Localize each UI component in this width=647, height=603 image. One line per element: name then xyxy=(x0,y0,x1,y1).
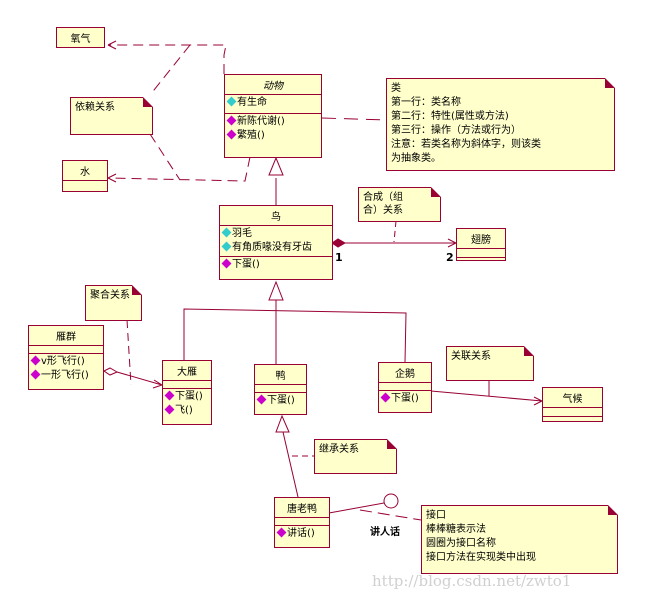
note-dependency[interactable]: 依赖关系 xyxy=(70,97,153,135)
class-name: 唐老鸭 xyxy=(287,504,317,515)
note-line: 第二行：特性(属性或方法) xyxy=(391,111,509,122)
operation-icon xyxy=(30,355,41,366)
note-line: 为抽象类。 xyxy=(391,153,441,164)
note-line: 合）关系 xyxy=(363,205,403,216)
class-animal[interactable]: 动物 有生命 新陈代谢()繁殖() xyxy=(224,74,322,158)
class-name: 水 xyxy=(80,167,90,178)
attribute: 有生命 xyxy=(226,96,318,110)
class-name: 企鹅 xyxy=(395,369,415,380)
operation-icon xyxy=(164,404,175,415)
note-association[interactable]: 关联关系 xyxy=(446,346,534,381)
class-water[interactable]: 水 xyxy=(62,160,108,192)
class-name: 翅膀 xyxy=(471,235,491,246)
class-name: 动物 xyxy=(263,81,283,92)
inheritance-triangle xyxy=(275,414,290,433)
note-inheritance[interactable]: 继承关系 xyxy=(314,439,397,474)
class-wild-goose[interactable]: 大雁 下蛋()飞() xyxy=(162,360,212,425)
operation-icon xyxy=(256,394,267,405)
attribute-icon xyxy=(221,227,232,238)
operation: 下蛋() xyxy=(221,258,329,272)
operation-icon xyxy=(226,129,237,140)
note-line: 圆圈为接口名称 xyxy=(426,538,496,549)
operation-icon xyxy=(276,527,287,538)
note-text: 聚合关系 xyxy=(90,290,130,301)
donald-inherits-duck xyxy=(282,431,299,498)
association-line xyxy=(430,390,544,406)
note-aggregation[interactable]: 聚合关系 xyxy=(85,285,142,321)
operation: v形飞行() xyxy=(30,355,100,369)
class-duck[interactable]: 鸭 下蛋() xyxy=(254,364,307,415)
class-name: 鸭 xyxy=(275,371,286,382)
class-name: 雁群 xyxy=(56,332,76,343)
note-line: 第一行：类名称 xyxy=(391,97,461,108)
aggregation-line xyxy=(116,371,164,389)
class-oxygen[interactable]: 氧气 xyxy=(56,27,105,48)
composition-diamond xyxy=(331,238,347,248)
class-name: 鸟 xyxy=(271,212,281,223)
note-line: 类 xyxy=(391,83,401,94)
operation: 下蛋() xyxy=(164,390,208,404)
class-climate[interactable]: 气候 xyxy=(542,387,603,422)
interface-circle xyxy=(383,493,399,509)
operation: 繁殖() xyxy=(226,129,318,143)
note-line: 接口 xyxy=(426,510,446,521)
attribute: 羽毛 xyxy=(221,227,329,241)
operation: 新陈代谢() xyxy=(226,115,318,129)
multiplicity-label: 2 xyxy=(446,251,454,264)
dependency-arrowheads xyxy=(107,40,117,183)
note-text: 依赖关系 xyxy=(75,102,115,113)
bird-subclass-lines xyxy=(183,300,407,364)
class-bird[interactable]: 鸟 羽毛有角质喙没有牙齿 下蛋() xyxy=(219,205,333,280)
watermark: http://blog.csdn.net/zwto1 xyxy=(372,572,572,590)
operation-icon xyxy=(226,115,237,126)
operation-icon xyxy=(30,369,41,380)
operation-icon xyxy=(221,258,232,269)
dependency-lines xyxy=(107,44,251,182)
inheritance-triangle xyxy=(268,280,284,301)
note-text: 继承关系 xyxy=(319,444,359,455)
operation: 一形飞行() xyxy=(30,369,100,383)
operation: 下蛋() xyxy=(256,394,303,408)
note-interface[interactable]: 接口 棒棒糖表示法 圆圈为接口名称 接口方法在实现类中出现 xyxy=(421,505,618,574)
class-name: 大雁 xyxy=(177,367,197,378)
note-composition[interactable]: 合成（组合）关系 xyxy=(358,187,441,222)
attribute-icon xyxy=(221,241,232,252)
note-anchor-class xyxy=(321,117,387,121)
operation: 讲话() xyxy=(276,527,326,541)
note-line: 注意：若类名称为斜体字，则该类 xyxy=(391,139,541,150)
note-line: 第三行：操作（方法或行为） xyxy=(391,125,521,136)
note-text: 关联关系 xyxy=(451,351,491,362)
note-line: 棒棒糖表示法 xyxy=(426,524,486,535)
operation-icon xyxy=(164,390,175,401)
note-class-info[interactable]: 类 第一行：类名称 第二行：特性(属性或方法) 第三行：操作（方法或行为） 注意… xyxy=(386,78,615,171)
interface-label: 讲人话 xyxy=(370,527,400,538)
interface-lollipop-line xyxy=(328,502,385,514)
attribute: 有角质喙没有牙齿 xyxy=(221,241,329,255)
class-goose-flock[interactable]: 雁群 v形飞行()一形飞行() xyxy=(28,325,104,390)
class-donald-duck[interactable]: 唐老鸭 讲话() xyxy=(274,497,330,548)
class-penguin[interactable]: 企鹅 下蛋() xyxy=(378,362,432,413)
class-name: 气候 xyxy=(562,394,583,405)
operation: 下蛋() xyxy=(380,392,428,406)
operation-icon xyxy=(380,392,391,403)
class-wing[interactable]: 翅膀 xyxy=(456,228,506,261)
aggregation-diamond xyxy=(103,367,119,376)
composition-line xyxy=(340,238,458,248)
inheritance-triangle xyxy=(268,156,284,176)
class-name: 氧气 xyxy=(70,34,91,45)
multiplicity-label: 1 xyxy=(335,251,343,264)
note-line: 接口方法在实现类中出现 xyxy=(426,552,536,563)
note-line: 合成（组 xyxy=(363,192,403,203)
operation: 飞() xyxy=(164,404,208,418)
attribute-icon xyxy=(226,96,237,107)
